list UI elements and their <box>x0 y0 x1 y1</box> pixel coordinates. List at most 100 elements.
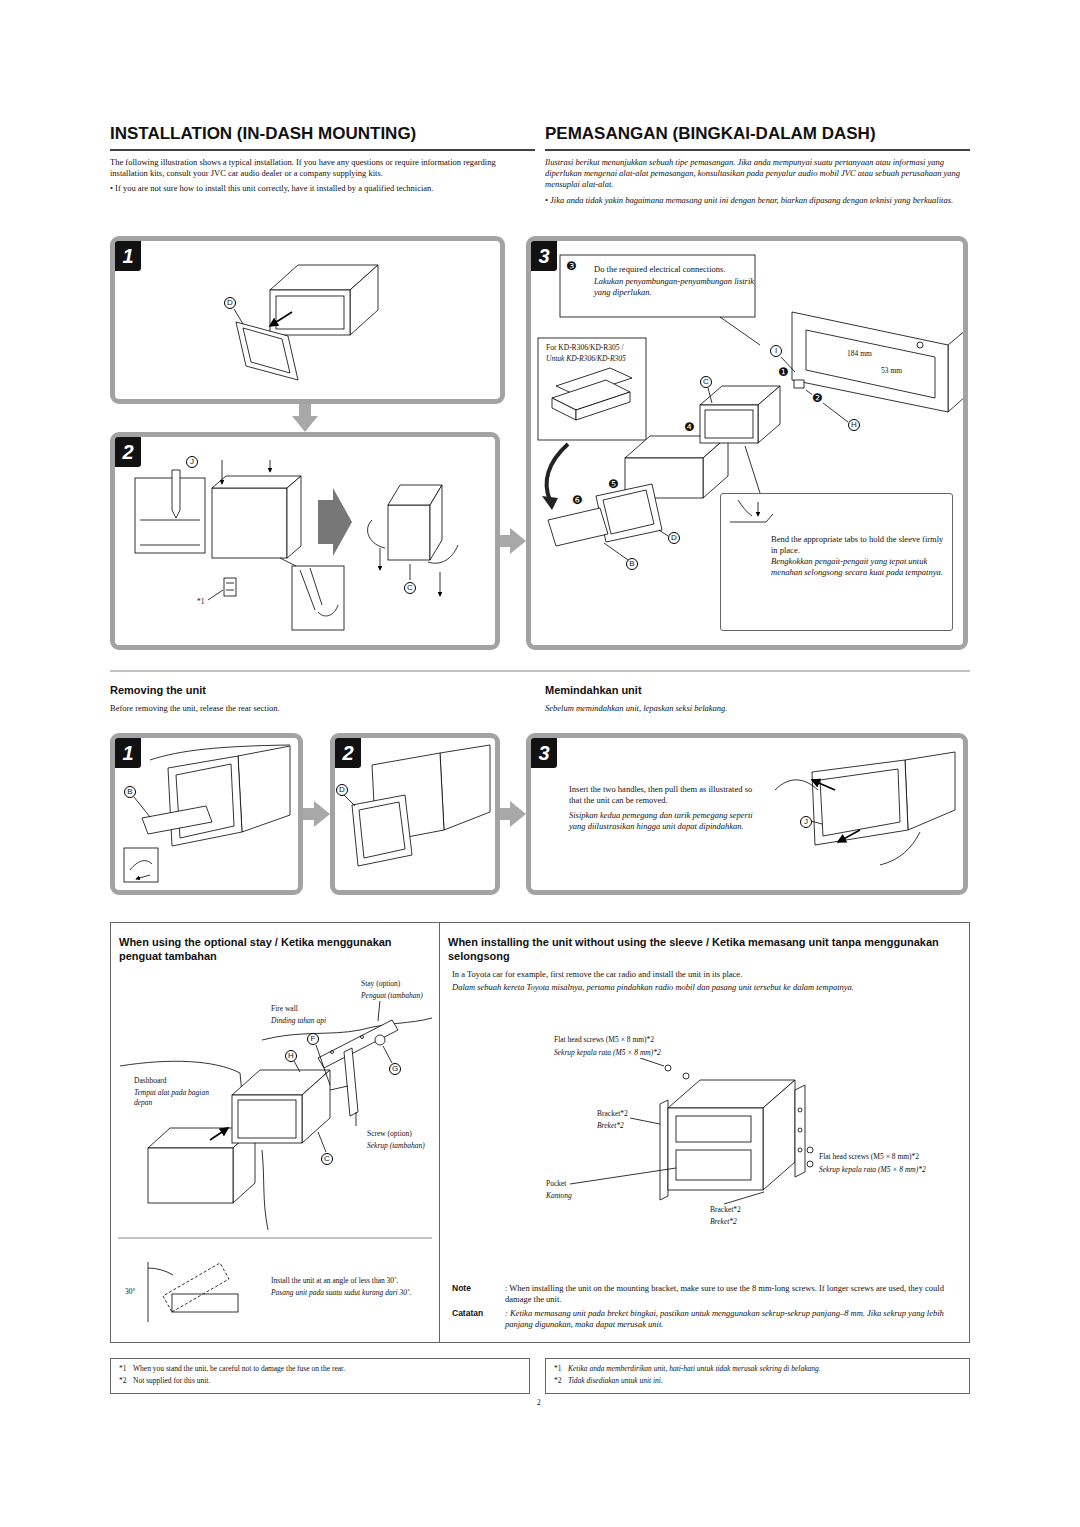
line-art <box>430 485 442 560</box>
line-art <box>316 1045 330 1085</box>
step-number: 1 <box>115 738 141 768</box>
line-art <box>440 745 490 830</box>
line-art <box>361 1036 364 1039</box>
part-label: Breket*2 <box>709 1217 738 1227</box>
part-label: Stay (option) <box>360 979 401 989</box>
line-art <box>630 1118 660 1124</box>
step-panel: 1 <box>110 236 505 404</box>
line-art <box>226 590 234 591</box>
part-letter: I <box>770 345 782 357</box>
line-art <box>140 520 200 521</box>
line-art <box>148 1148 233 1203</box>
removal-drawing <box>124 746 290 882</box>
line-art <box>758 502 759 516</box>
line-art <box>440 572 441 596</box>
line-art <box>120 1061 246 1135</box>
part-label: Penguat (tambahan) <box>360 991 424 1001</box>
part-label: 184 mm <box>846 349 873 359</box>
part-label: Install the unit at an angle of less tha… <box>270 1276 399 1286</box>
step-arrow <box>299 404 311 416</box>
footnote-text: *2 <box>119 1376 127 1385</box>
part-label: *1 <box>196 597 206 607</box>
line-art <box>110 149 535 151</box>
line-art <box>318 1132 326 1152</box>
line-art <box>763 1080 795 1190</box>
note-heading: Note <box>452 1283 471 1294</box>
part-label: Untuk KD-R306/KD-R305 <box>545 354 627 364</box>
part-letter: D <box>224 297 236 309</box>
line-art <box>547 444 568 500</box>
line-art <box>683 1073 689 1079</box>
page-title: PEMASANGAN (BINGKAI-DALAM DASH) <box>545 124 876 144</box>
footnote-text: *1 <box>119 1364 127 1373</box>
part-letter: J <box>800 816 812 828</box>
callout-number: ❻ <box>572 494 583 506</box>
line-art <box>232 1095 302 1143</box>
line-art <box>676 1116 751 1142</box>
line-art <box>700 405 758 443</box>
line-art <box>380 548 381 570</box>
part-letter: G <box>389 1063 401 1075</box>
line-art <box>168 756 242 846</box>
line-art <box>659 530 668 536</box>
footnote-text: *2 <box>554 1376 562 1385</box>
step-number: 2 <box>335 738 361 768</box>
part-letter: J <box>186 456 198 468</box>
part-label: Bracket*2 <box>596 1109 629 1119</box>
line-art <box>676 1150 751 1180</box>
part-label: Sekrup kepala rata (M5 × 8 mm)*2 <box>818 1165 927 1175</box>
line-art <box>708 388 712 403</box>
part-label: Fire wall <box>270 1004 299 1014</box>
line-art <box>812 760 908 845</box>
part-label: 30° <box>124 1287 137 1297</box>
line-art <box>238 746 290 832</box>
note-heading: Catatan <box>452 1308 483 1319</box>
line-art <box>210 1128 228 1140</box>
callout-number: ❸ <box>566 260 577 272</box>
part-label: 53 mm <box>880 366 903 376</box>
body-text: • If you are not sure how to install thi… <box>110 183 535 194</box>
line-art <box>812 780 835 790</box>
line-art <box>798 1148 802 1152</box>
body-text: Ilustrasi berikut menunjukkan sebuah tip… <box>545 157 970 190</box>
part-letter: C <box>700 376 712 388</box>
footnote-box: *1Ketika anda memberdirikan unit, hati-h… <box>545 1358 970 1394</box>
sleeve-drawing <box>236 265 378 380</box>
line-art <box>798 1128 802 1132</box>
part-label: Flat head screws (M5 × 8 mm)*2 <box>553 1035 655 1045</box>
footnote-text: Ketika anda memberdirikan unit, hati-hat… <box>568 1364 821 1373</box>
callout-number: ❶ <box>778 366 789 378</box>
line-art <box>124 848 158 882</box>
part-label: Sekrup (tambahan) <box>366 1141 426 1151</box>
part-label: For KD-R306/KD-R305 / <box>545 343 625 353</box>
line-art <box>243 328 290 373</box>
line-art <box>302 1070 330 1143</box>
line-art <box>142 806 212 834</box>
part-letter: D <box>668 532 680 544</box>
step-panel: 1 <box>110 733 303 895</box>
line-art <box>287 476 301 558</box>
body-text: Do the required electrical connections. <box>594 264 725 275</box>
line-art <box>134 797 150 817</box>
body-text: Before removing the unit, release the re… <box>110 703 280 714</box>
body-text: Lakukan penyambungan-penyambungan listri… <box>594 276 759 298</box>
line-art <box>352 795 412 866</box>
step-number: 1 <box>115 241 141 271</box>
sub-heading: Removing the unit <box>110 684 206 697</box>
part-label: Sekrup kepala rata (M5 × 8 mm)*2 <box>553 1048 662 1058</box>
faceplate-case-drawing <box>552 368 632 420</box>
step-number: 2 <box>115 437 141 467</box>
line-art <box>234 309 243 324</box>
part-letter: B <box>626 558 638 570</box>
part-letter: D <box>336 784 348 796</box>
footnote-text: Tidak disediakan untuk unit ini. <box>568 1376 663 1385</box>
step-arrow <box>303 808 314 820</box>
line-art <box>378 1000 380 1021</box>
line-art <box>292 566 344 630</box>
line-art <box>880 832 920 865</box>
line-art <box>604 543 628 560</box>
section-heading: When using the optional stay / Ketika me… <box>119 935 431 964</box>
footnote-text: When you stand the unit, be careful not … <box>133 1364 345 1373</box>
line-art <box>545 149 970 151</box>
